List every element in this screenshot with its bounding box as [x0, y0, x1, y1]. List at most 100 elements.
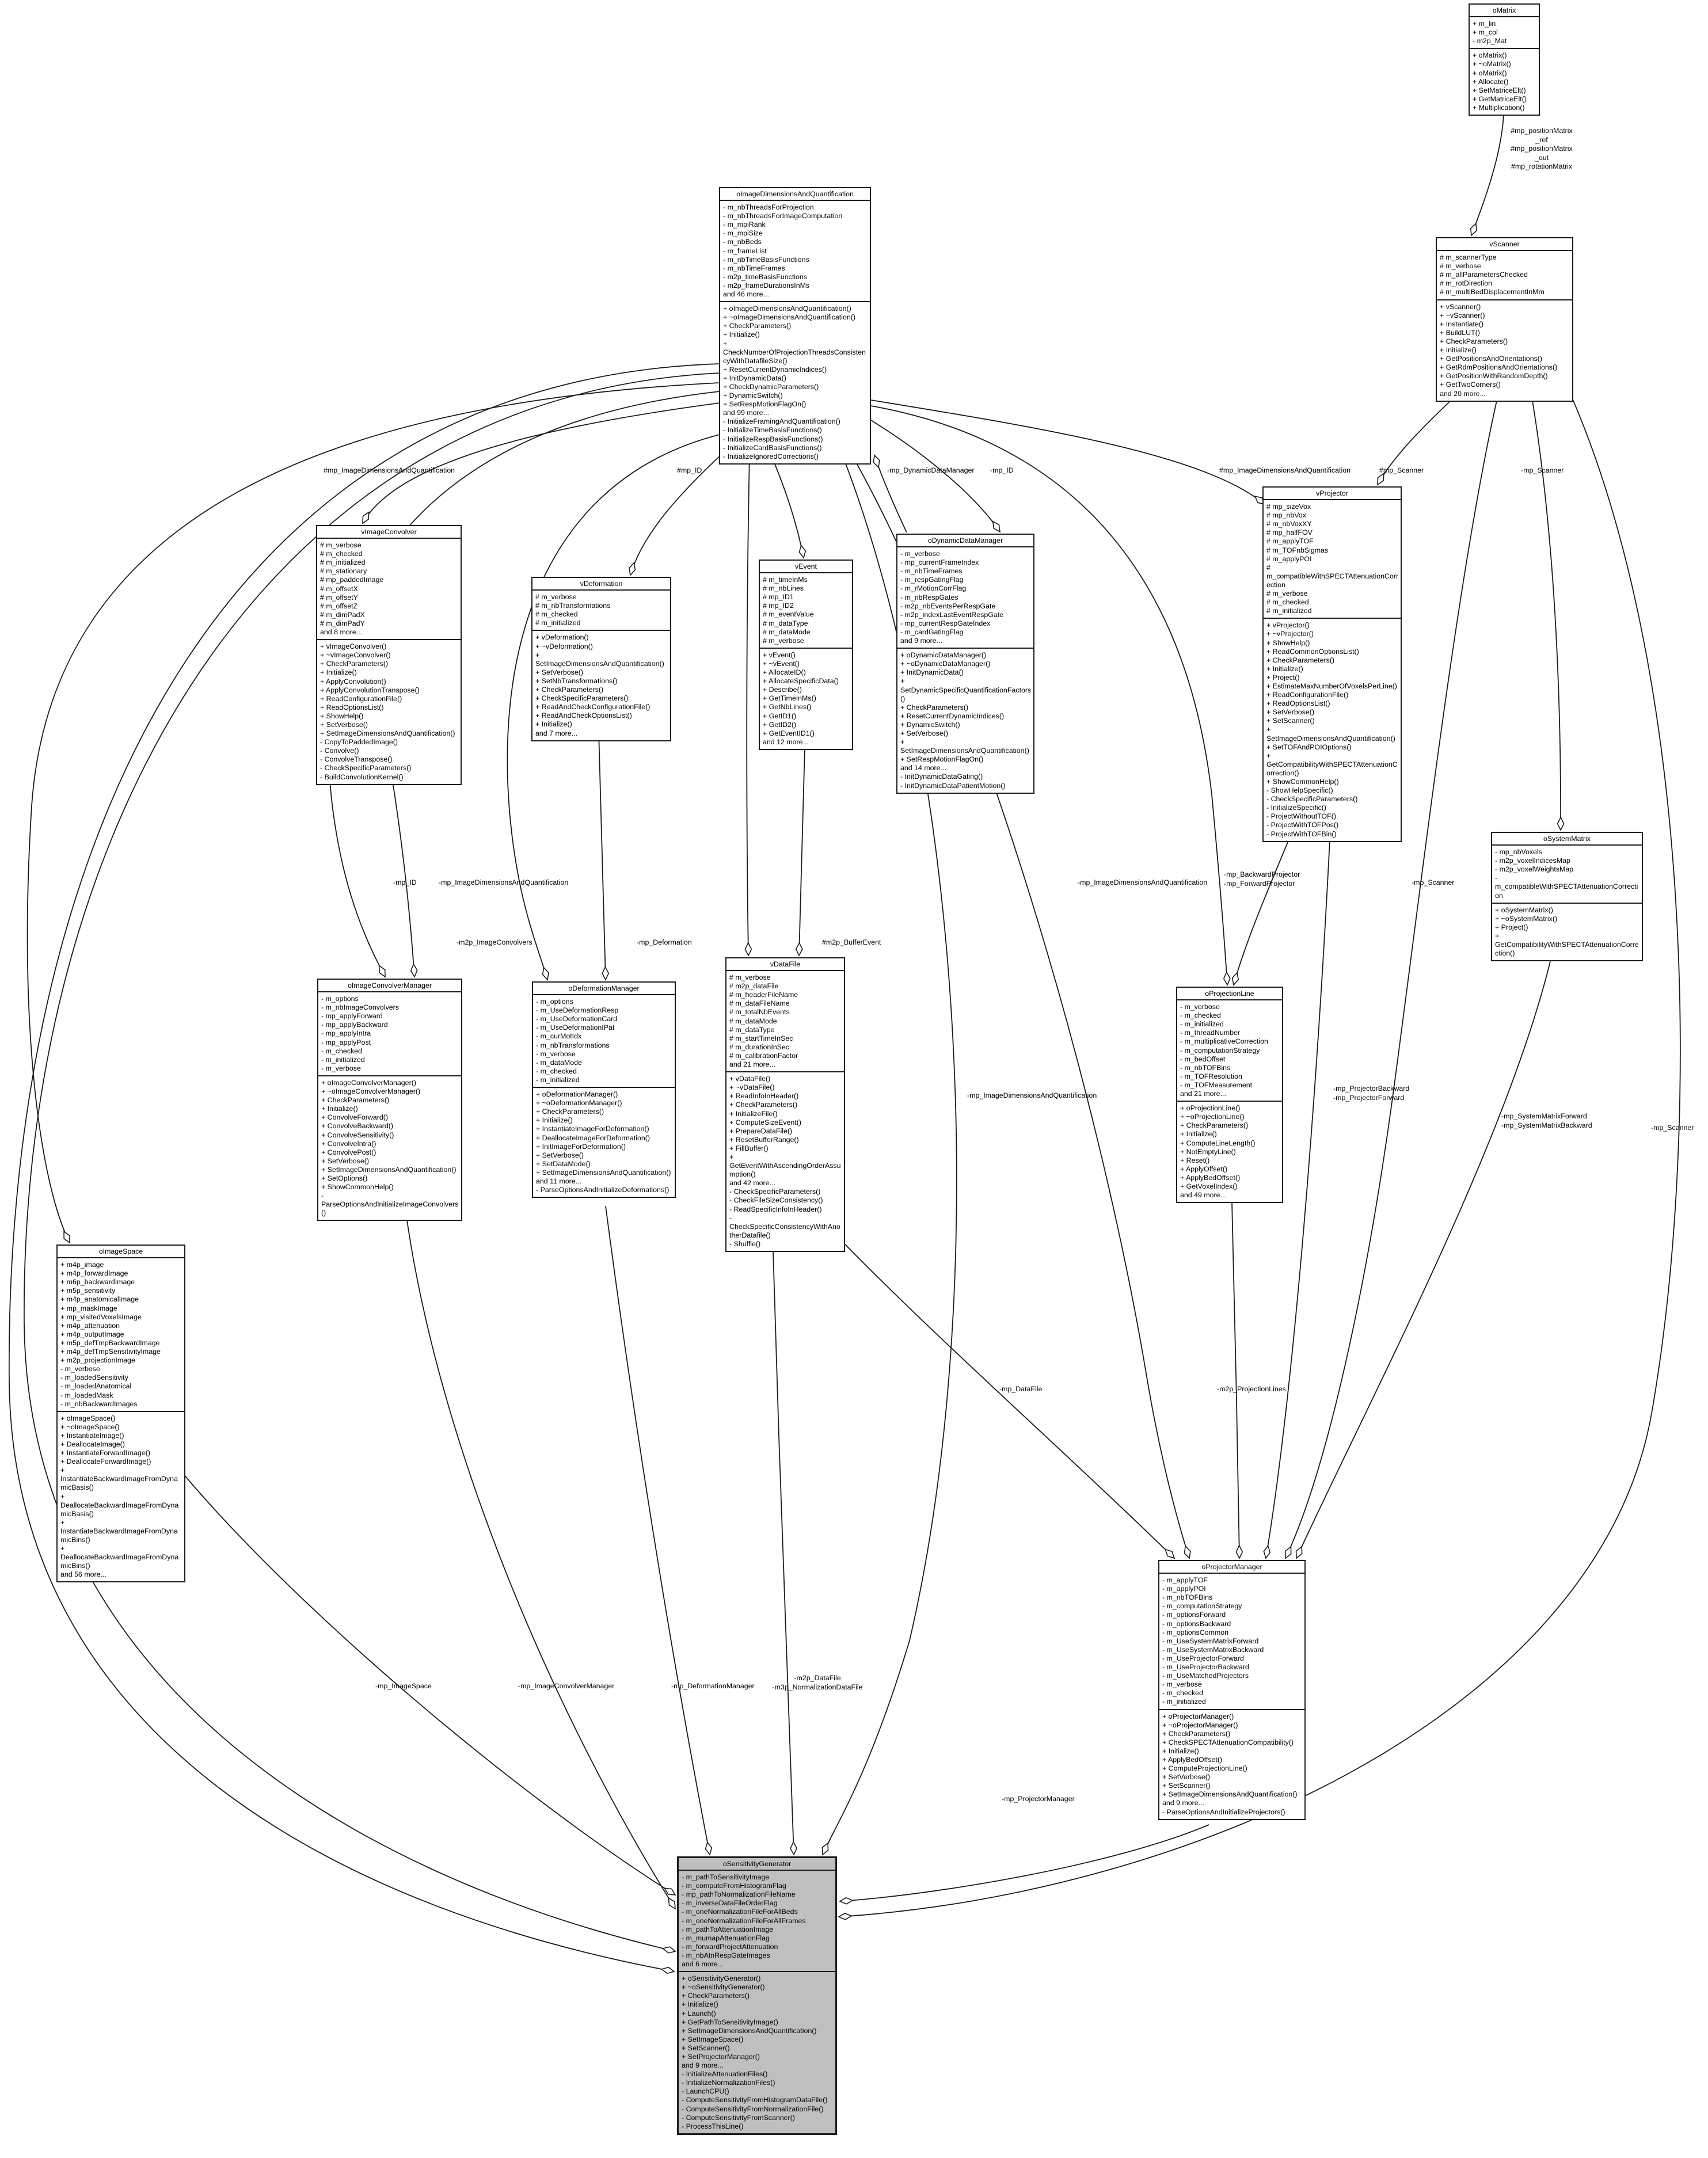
class-name: vEvent [795, 562, 817, 570]
attribute: - m_respGatingFlag [900, 576, 964, 584]
method: + GetEventID1() [763, 729, 815, 737]
method: + Reset() [1180, 1156, 1210, 1164]
methods-section: + vScanner()+ ~vScanner()+ Instantiate()… [1437, 299, 1572, 401]
edge-label-line: -mp_ID [990, 466, 1014, 474]
method: + InstantiateImage() [60, 1431, 124, 1440]
attribute: # m_dimPadX [320, 610, 365, 619]
attribute: and 9 more... [900, 637, 943, 645]
method: + SetScanner() [1162, 1782, 1211, 1790]
edge-label-line: -mp_SystemMatrixBackward [1501, 1121, 1592, 1129]
attribute: - m_checked [321, 1046, 362, 1055]
class-box-vProjector[interactable]: vProjector# mp_sizeVox# mp_nbVox# m_nbVo… [1262, 486, 1402, 842]
method: + vImageConvolver() [320, 642, 387, 651]
association-edge [24, 372, 720, 1954]
attribute: + m_lin [1473, 20, 1496, 28]
class-box-vEvent[interactable]: vEvent # m_timeInMs# m_nbLines# mp_ID1# m… [759, 560, 853, 750]
class-box-vDataFile[interactable]: vDataFile# m_verbose# m2p_dataFile# m_he… [725, 957, 845, 1252]
class-box-oProjectorManager[interactable]: oProjectorManager- m_applyTOF- m_applyPO… [1158, 1560, 1306, 1820]
method: + ~oDeformationManager() [536, 1099, 622, 1107]
methods-section: + oProjectionLine()+ ~oProjectionLine()+… [1177, 1101, 1282, 1202]
edge-label: #m2p_BufferEvent [822, 938, 881, 947]
method: + SetVerbose() [1162, 1773, 1210, 1782]
method: + GetPathToSensitivityImage() [682, 2018, 778, 2026]
method: + CheckParameters() [682, 1992, 750, 2000]
edge-label: -mp_ImageSpace [375, 1682, 432, 1691]
attribute: and 21 more... [1180, 1090, 1226, 1098]
method: + ConvolvePost() [321, 1148, 376, 1156]
attribute: - m_UseProjectorBackward [1162, 1663, 1249, 1672]
class-box-oMatrix[interactable]: oMatrix+ m_lin+ m_col- m2p_Mat+ oMatrix(… [1469, 3, 1540, 116]
attribute: - m_UseProjectorForward [1162, 1654, 1244, 1662]
method: - InitializeCardBasisFunctions() [723, 443, 822, 452]
class-box-oImageDimensionsAndQuantification[interactable]: oImageDimensionsAndQuantification- m_nbT… [719, 187, 871, 465]
attributes-section: # m_timeInMs# m_nbLines# mp_ID1# mp_ID2#… [760, 572, 852, 648]
attribute: - m_forwardProjectAttenuation [682, 1942, 778, 1951]
class-name: oMatrix [1492, 6, 1516, 14]
attribute: - m_UseSystemMatrixBackward [1162, 1645, 1264, 1654]
edge-label-line: -mp_ImageConvolverManager [518, 1682, 615, 1690]
method: + DynamicSwitch() [900, 720, 960, 729]
class-box-oDynamicDataManager[interactable]: oDynamicDataManager- m_verbose- mp_curre… [896, 534, 1034, 794]
method: + CheckParameters() [321, 1096, 390, 1105]
method: - CheckSpecificParameters() [729, 1188, 821, 1196]
method: - ParseOptionsAndInitializeProjectors() [1162, 1807, 1285, 1816]
attribute: - m_computeFromHistogramFlag [682, 1882, 786, 1890]
method: + CheckParameters() [900, 703, 969, 711]
attribute: - m_pathToAttenuationImage [682, 1925, 774, 1934]
attribute: # m_verbose [320, 541, 362, 550]
class-box-oImageSpace[interactable]: oImageSpace+ m4p_image+ m4p_forwardImage… [56, 1244, 185, 1583]
class-box-oSensitivityGenerator[interactable]: oSensitivityGenerator- m_pathToSensitivi… [677, 1856, 837, 2135]
attribute: - m_applyTOF [1162, 1576, 1208, 1585]
class-box-oProjectionLine[interactable]: oProjectionLine- m_verbose- m_checked- m… [1176, 987, 1283, 1204]
class-box-oImageConvolverManager[interactable]: oImageConvolverManager- m_options- m_nbI… [317, 979, 462, 1221]
method: + FillBuffer() [729, 1144, 769, 1152]
method: + vProjector() [1266, 621, 1310, 630]
method: - CheckSpecificParameters() [1266, 795, 1358, 804]
attribute: # m_eventValue [763, 610, 814, 619]
method: + ComputeProjectionLine() [1162, 1764, 1247, 1773]
edge-label-line: -mp_ProjectorForward [1333, 1093, 1405, 1102]
attribute: + m4p_anatomicalImage [60, 1295, 139, 1304]
method: - ComputeSensitivityFromNormalizationFil… [682, 2104, 824, 2113]
method: + ~oImageDimensionsAndQuantification() [723, 313, 856, 322]
class-box-oSystemMatrix[interactable]: oSystemMatrix- mp_nbVoxels- m2p_voxelInd… [1491, 832, 1643, 962]
method: - Shuffle() [729, 1239, 761, 1248]
edge-label-line: #mp_ID [677, 466, 702, 474]
class-box-vDeformation[interactable]: vDeformation# m_verbose# m_nbTransformat… [531, 577, 671, 741]
edge-label: -m2p_ImageConvolvers [457, 938, 532, 947]
method: + vEvent() [763, 650, 796, 659]
attribute: + m5p_sensitivity [60, 1287, 116, 1295]
attribute: # m_startTimeInSec [729, 1034, 793, 1042]
association-edge [770, 452, 807, 559]
edge-label: -mp_DataFile [999, 1385, 1042, 1394]
association-edge [870, 405, 1231, 986]
class-name: oImageSpace [98, 1247, 143, 1255]
method: + AllocateSpecificData() [763, 677, 839, 686]
method: + Initialize() [536, 1116, 573, 1125]
attribute: - m_mpiSize [723, 229, 763, 238]
method: + vScanner() [1440, 302, 1481, 311]
class-box-vImageConvolver[interactable]: vImageConvolver# m_verbose# m_checked# m… [316, 525, 462, 785]
class-box-vScanner[interactable]: vScanner# m_scannerType# m_verbose# m_al… [1436, 237, 1573, 402]
method: + SetVerbose() [536, 1151, 584, 1159]
method: + GetPositionsAndOrientations() [1440, 355, 1543, 363]
method: - ConvolveTranspose() [320, 755, 393, 764]
attribute: # m_verbose [535, 593, 577, 602]
method: and 11 more... [536, 1177, 581, 1185]
class-name: oSensitivityGenerator [722, 1860, 792, 1868]
attribute: - m_optionsCommon [1162, 1628, 1229, 1636]
method: + SetImageDimensionsAndQuantification() [536, 1168, 671, 1177]
method: + SetImageDimensionsAndQuantification() [682, 2026, 817, 2035]
attribute: - m_inverseDataFileOrderFlag [682, 1899, 778, 1908]
method: + DeallocateBackwardImageFromDynamicBasi… [60, 1492, 179, 1518]
method: + CheckParameters() [1162, 1729, 1231, 1738]
method: + ~vScanner() [1440, 311, 1485, 319]
association-edge [405, 1212, 676, 1910]
attributes-section: - m_options- m_nbImageConvolvers- mp_app… [318, 991, 461, 1075]
method: + BuildLUT() [1440, 328, 1480, 337]
class-box-oDeformationManager[interactable]: oDeformationManager- m_options- m_UseDef… [532, 981, 676, 1198]
attribute: - m_UseDeformationResp [536, 1006, 619, 1015]
method: and 12 more... [763, 737, 809, 746]
edge-label-line: -mp_DynamicDataManager [887, 466, 975, 474]
method: and 42 more... [729, 1179, 775, 1188]
